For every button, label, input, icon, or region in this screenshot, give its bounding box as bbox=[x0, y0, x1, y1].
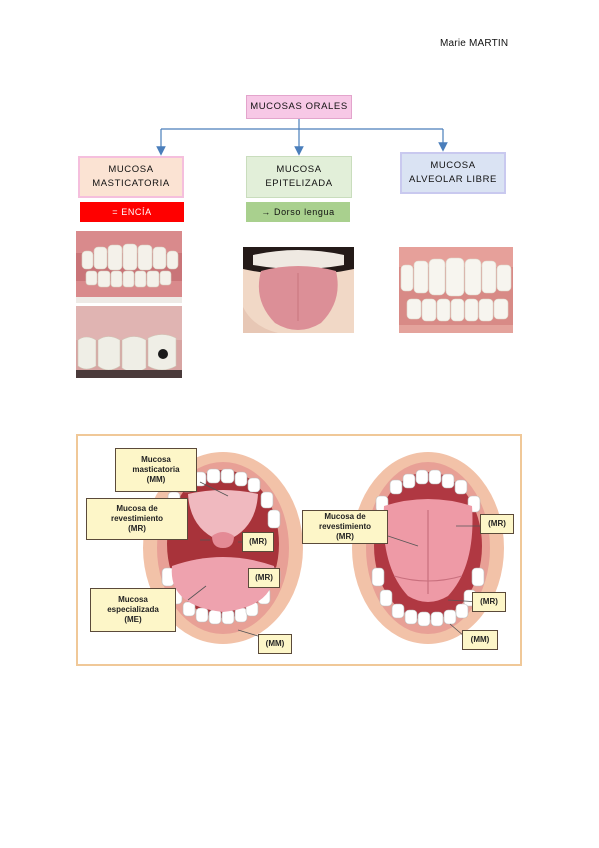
dorso-note: → Dorso lengua bbox=[246, 202, 350, 222]
label-mucosa-revestimiento: Mucosa de revestimiento (MR) bbox=[86, 498, 188, 540]
label-mucosa-especializada: Mucosa especializada (ME) bbox=[90, 588, 176, 632]
label-mucosa-revestimiento-right: Mucosa de revestimiento (MR) bbox=[302, 510, 388, 544]
author-name: Marie MARTIN bbox=[440, 38, 509, 49]
label-mucosa-masticatoria: Mucosa masticatoria (MM) bbox=[115, 448, 197, 492]
encia-note: = ENCÍA bbox=[80, 202, 184, 222]
root-node: MUCOSAS ORALES bbox=[246, 95, 352, 119]
mouth-diagram: Mucosa masticatoria (MM) Mucosa de reves… bbox=[76, 434, 522, 666]
alveolar-photo bbox=[399, 247, 513, 333]
label-mr-right-2: (MR) bbox=[472, 592, 506, 612]
label-mr-left-1: (MR) bbox=[242, 532, 274, 552]
chart-connectors bbox=[156, 119, 448, 156]
node-alveolar: MUCOSA ALVEOLAR LIBRE bbox=[400, 152, 506, 194]
gum-photo bbox=[76, 231, 182, 303]
label-mr-left-2: (MR) bbox=[248, 568, 280, 588]
gum-closeup-photo bbox=[76, 306, 182, 378]
label-mm-left: (MM) bbox=[258, 634, 292, 654]
tongue-photo bbox=[243, 247, 354, 333]
node-epitelizada: MUCOSA EPITELIZADA bbox=[246, 156, 352, 198]
label-mm-right: (MM) bbox=[462, 630, 498, 650]
node-masticatoria: MUCOSA MASTICATORIA bbox=[78, 156, 184, 198]
label-mr-right-1: (MR) bbox=[480, 514, 514, 534]
